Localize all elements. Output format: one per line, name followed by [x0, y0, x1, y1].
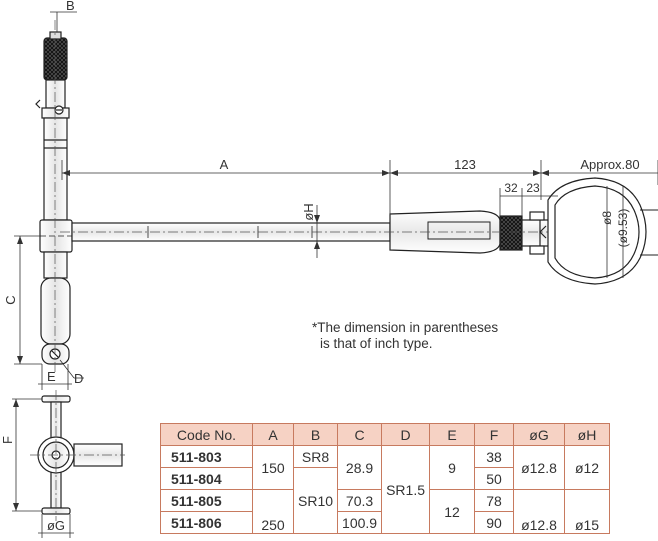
header-c: C — [337, 423, 383, 446]
code-cell: 511-803 — [160, 445, 253, 468]
header-e: E — [429, 423, 475, 446]
dim-label-b: B — [66, 0, 75, 13]
dim-label-e: E — [47, 369, 56, 384]
grip — [40, 277, 71, 345]
vertical-shaft — [35, 31, 73, 365]
end-view-dims — [12, 398, 74, 538]
dimension-arrows — [17, 170, 549, 364]
knurled-cap — [43, 37, 68, 81]
e-cell: 12 — [429, 489, 475, 534]
dim-label-g: øG — [47, 518, 65, 533]
dia-9-53-label: (ø9.53) — [616, 209, 630, 248]
dimension-lines — [14, 11, 658, 390]
table-header-row: Code No. A B C D E F øG øH — [160, 423, 610, 446]
g-cell: ø12.8 — [513, 489, 565, 534]
dim-label-123: 123 — [454, 157, 476, 172]
f-cell: 50 — [474, 467, 514, 490]
table-row: 511-806 100.9 90 — [160, 511, 610, 534]
spec-table: Code No. A B C D E F øG øH 511-803 150 S… — [160, 423, 610, 534]
table-row: 511-804 SR10 50 — [160, 467, 610, 534]
f-cell: 90 — [474, 511, 514, 534]
code-cell: 511-806 — [160, 511, 253, 534]
g-cell: ø12.8 — [513, 445, 565, 490]
header-b: B — [292, 423, 339, 446]
note-line-1: *The dimension in parentheses — [312, 320, 499, 335]
header-code-no: Code No. — [160, 423, 253, 446]
h-cell: ø12 — [564, 445, 610, 490]
header-f: F — [474, 423, 514, 446]
header-g: øG — [513, 423, 565, 446]
h-cell: ø15 — [564, 489, 610, 534]
contact-head — [539, 177, 658, 285]
dim-label-23: 23 — [526, 181, 540, 195]
dia-8-label: ø8 — [600, 211, 614, 225]
c-cell: 28.9 — [337, 445, 383, 490]
table-row: 511-803 150 SR8 28.9 SR1.5 9 38 ø12.8 ø1… — [160, 445, 610, 534]
code-cell: 511-805 — [160, 489, 253, 512]
b-cell: SR8 — [292, 445, 339, 468]
f-cell: 78 — [474, 489, 514, 512]
header-d: D — [381, 423, 430, 446]
dim-label-d: D — [74, 371, 83, 386]
d-cell: SR1.5 — [381, 445, 430, 534]
a-cell: 250 — [252, 489, 294, 534]
code-cell: 511-804 — [160, 467, 253, 490]
dim-label-f: F — [0, 436, 15, 444]
b-cell: SR10 — [292, 467, 339, 534]
dim-label-approx-80: Approx.80 — [580, 157, 639, 172]
c-cell: 70.3 — [337, 489, 383, 512]
e-cell: 9 — [429, 445, 475, 490]
knurled-collar — [499, 215, 523, 251]
inch-type-note: *The dimension in parentheses is that of… — [312, 320, 498, 352]
head-diameter-dims — [606, 186, 624, 278]
a-cell: 150 — [252, 445, 294, 490]
dim-label-c: C — [3, 295, 18, 304]
dim-label-a: A — [220, 157, 229, 172]
note-line-2: is that of inch type. — [320, 336, 433, 351]
dim-label-h: øH — [301, 203, 316, 220]
table-row: 511-805 250 70.3 12 78 ø12.8 ø15 — [160, 489, 610, 534]
f-cell: 38 — [474, 445, 514, 468]
c-cell: 100.9 — [337, 511, 383, 534]
header-a: A — [252, 423, 294, 446]
header-h: øH — [564, 423, 610, 446]
dim-label-32: 32 — [504, 181, 518, 195]
shaft-tube — [43, 117, 68, 221]
